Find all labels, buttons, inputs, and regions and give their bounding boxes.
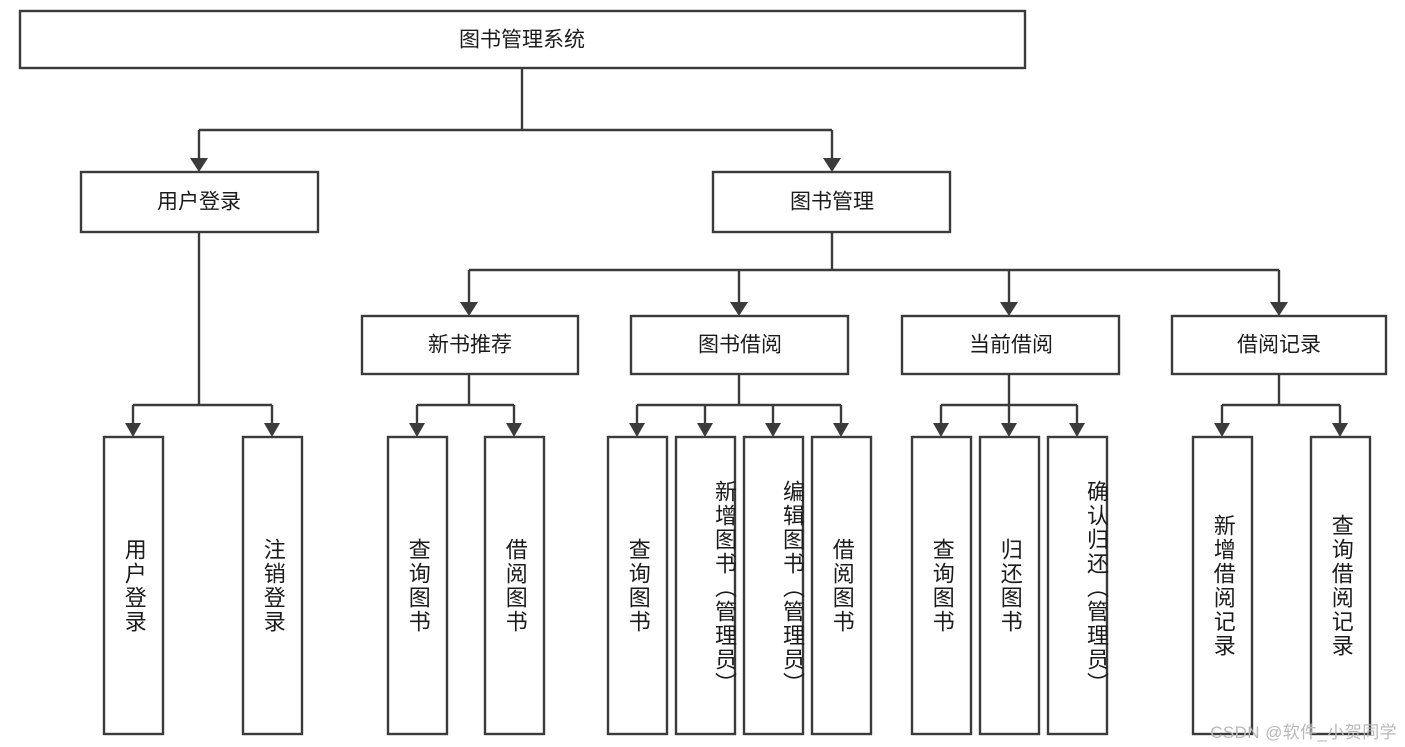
arrowhead-book-borrow [730,302,748,316]
node-current-borrow-label: 当前借阅 [969,334,1053,357]
node-book-borrow-label: 图书借阅 [698,334,782,357]
arrowhead-leaf-book-borrow-4 [833,423,849,437]
node-new-book-recommend-label: 新书推荐 [428,334,512,357]
node-current-borrow-box[interactable] [900,314,1121,376]
node-borrow-record-label: 借阅记录 [1237,334,1321,357]
leaf-boxes-book-borrow [606,435,873,736]
arrowhead-current-borrow [1000,302,1018,316]
node-book-manage-label: 图书管理 [790,191,874,214]
arrowhead-leaf-current-borrow-1 [933,423,949,437]
leaf-box-current-borrow-3[interactable] [1046,435,1109,736]
arrowhead-leaf-user-login-2 [264,423,280,437]
arrowhead-leaf-book-borrow-1 [629,423,645,437]
leaf-boxes-new-book-recommend [386,435,546,736]
node-book-borrow[interactable]: 图书借阅 [629,314,850,376]
leaf-box-current-borrow-2[interactable] [978,435,1041,736]
node-user-login[interactable]: 用户登录 [79,170,320,234]
arrowhead-leaf-current-borrow-3 [1069,423,1085,437]
arrowhead-leaf-user-login-1 [125,423,141,437]
arrowhead-leaf-borrow-record-1 [1214,423,1230,437]
leaf-box-borrow-record-1[interactable] [1191,435,1254,736]
node-user-login-box[interactable] [79,170,320,234]
node-root-box[interactable] [18,9,1027,70]
connector-group-book-manage-to-level3 [460,232,1288,316]
leaf-box-borrow-record-2[interactable] [1309,435,1372,736]
leaf-box-user-login-2[interactable] [241,435,304,736]
node-book-borrow-box[interactable] [629,314,850,376]
node-new-book-recommend[interactable]: 新书推荐 [360,314,580,376]
arrowhead-leaf-book-borrow-3 [765,423,781,437]
leaf-boxes-user-login [102,435,304,736]
leaf-box-new-book-1[interactable] [386,435,449,736]
node-book-manage[interactable]: 图书管理 [711,170,952,234]
leaf-box-new-book-2[interactable] [483,435,546,736]
arrowhead-leaf-borrow-record-2 [1332,423,1348,437]
arrowhead-leaf-current-borrow-2 [1001,423,1017,437]
leaf-boxes-borrow-record [1191,435,1372,736]
connector-group-current-borrow-leaves [933,374,1085,437]
node-borrow-record-box[interactable] [1170,314,1388,376]
arrowhead-leaf-new-book-1 [409,423,425,437]
node-borrow-record[interactable]: 借阅记录 [1170,314,1388,376]
connector-group-book-borrow-leaves [629,374,849,437]
node-current-borrow[interactable]: 当前借阅 [900,314,1121,376]
connector-group-borrow-record-leaves [1214,374,1348,437]
connector-group-user-login-leaves [125,232,280,437]
leaf-boxes-current-borrow [910,435,1109,736]
leaf-box-current-borrow-1[interactable] [910,435,973,736]
leaf-box-user-login-1[interactable] [102,435,165,736]
node-root[interactable]: 图书管理系统 [18,9,1027,70]
arrowhead-user-login [190,158,208,172]
arrowhead-leaf-new-book-2 [506,423,522,437]
leaf-box-book-borrow-2[interactable] [674,435,737,736]
node-book-manage-box[interactable] [711,170,952,234]
leaf-box-book-borrow-1[interactable] [606,435,669,736]
connector-group-root-to-level2 [190,68,841,172]
arrowhead-leaf-book-borrow-2 [697,423,713,437]
node-user-login-label: 用户登录 [157,191,241,214]
arrowhead-new-book [460,302,478,316]
arrowhead-book-manage [823,158,841,172]
node-root-label: 图书管理系统 [459,29,585,52]
node-new-book-recommend-box[interactable] [360,314,580,376]
connector-group-new-book-leaves [409,374,522,437]
leaf-box-book-borrow-4[interactable] [810,435,873,736]
arrowhead-borrow-record [1270,302,1288,316]
leaf-box-book-borrow-3[interactable] [742,435,805,736]
